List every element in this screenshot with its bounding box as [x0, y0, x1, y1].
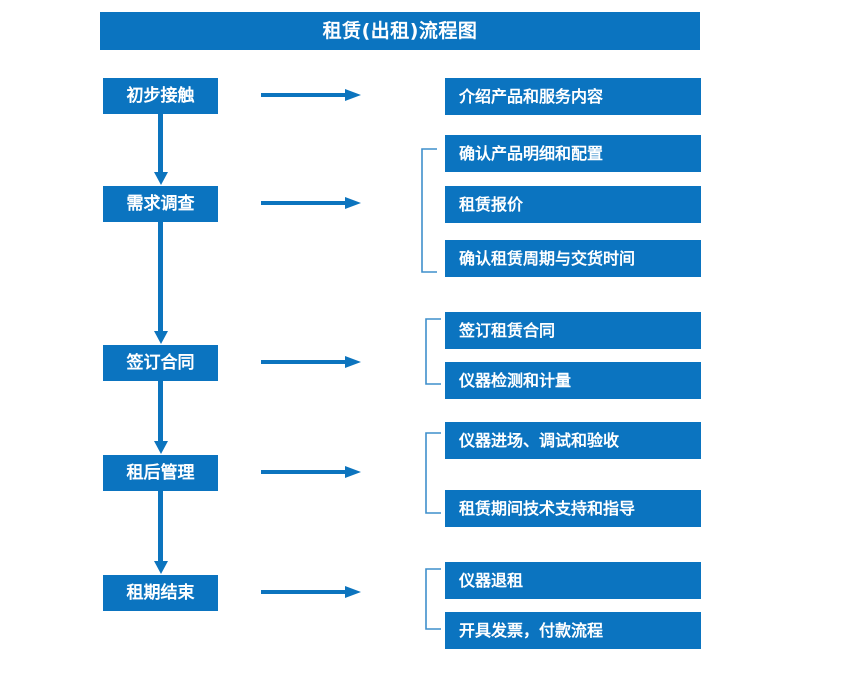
arrow-right-icon-initial-contact — [261, 88, 361, 102]
stage-label-initial-contact: 初步接触 — [126, 85, 195, 106]
detail-label-confirm-period-delivery: 确认租赁周期与交货时间 — [459, 248, 636, 268]
detail-label-introduce-products: 介绍产品和服务内容 — [459, 86, 604, 106]
detail-box-instrument-return[interactable]: 仪器退租 — [445, 562, 701, 599]
bracket-demand-survey-group — [420, 148, 438, 273]
arrow-right-icon-demand-survey — [261, 196, 361, 210]
detail-box-instrument-inspection[interactable]: 仪器检测和计量 — [445, 362, 701, 399]
bracket-sign-contract-group — [424, 318, 442, 385]
detail-label-rental-quote: 租赁报价 — [459, 194, 524, 214]
detail-box-introduce-products[interactable]: 介绍产品和服务内容 — [445, 78, 701, 115]
arrow-down-icon-contract-to-post-rental — [153, 381, 169, 455]
detail-box-sign-rental-contract[interactable]: 签订租赁合同 — [445, 312, 701, 349]
stage-label-sign-contract: 签订合同 — [126, 352, 195, 373]
stage-box-demand-survey[interactable]: 需求调查 — [103, 186, 218, 222]
stage-box-initial-contact[interactable]: 初步接触 — [103, 78, 218, 114]
chart-title-text: 租赁(出租)流程图 — [322, 19, 478, 42]
detail-label-sign-rental-contract: 签订租赁合同 — [459, 320, 556, 340]
stage-box-post-rental-management[interactable]: 租后管理 — [103, 455, 218, 491]
detail-box-invoice-payment[interactable]: 开具发票，付款流程 — [445, 612, 701, 649]
detail-box-confirm-period-delivery[interactable]: 确认租赁周期与交货时间 — [445, 240, 701, 277]
detail-label-instrument-onsite: 仪器进场、调试和验收 — [459, 430, 620, 450]
detail-label-instrument-inspection: 仪器检测和计量 — [459, 370, 572, 390]
stage-box-rental-end[interactable]: 租期结束 — [103, 575, 218, 611]
arrow-down-icon-initial-to-demand — [153, 114, 169, 186]
arrow-right-icon-post-rental-management — [261, 465, 361, 479]
detail-box-instrument-onsite[interactable]: 仪器进场、调试和验收 — [445, 422, 701, 459]
detail-box-tech-support[interactable]: 租赁期间技术支持和指导 — [445, 490, 701, 527]
arrow-down-icon-post-rental-to-rental-end — [153, 491, 169, 575]
detail-label-tech-support: 租赁期间技术支持和指导 — [459, 498, 636, 518]
bracket-rental-end-group — [424, 568, 442, 630]
detail-label-instrument-return: 仪器退租 — [459, 570, 524, 590]
arrow-right-icon-sign-contract — [261, 355, 361, 369]
detail-box-confirm-spec-config[interactable]: 确认产品明细和配置 — [445, 135, 701, 172]
detail-label-invoice-payment: 开具发票，付款流程 — [459, 620, 604, 640]
bracket-post-rental-group — [424, 432, 442, 514]
chart-title-bar: 租赁(出租)流程图 — [100, 12, 700, 50]
arrow-down-icon-demand-to-contract — [153, 222, 169, 345]
arrow-right-icon-rental-end — [261, 585, 361, 599]
detail-label-confirm-spec-config: 确认产品明细和配置 — [459, 143, 604, 163]
stage-label-demand-survey: 需求调查 — [126, 193, 195, 214]
stage-label-post-rental-management: 租后管理 — [126, 462, 195, 483]
stage-label-rental-end: 租期结束 — [126, 582, 195, 603]
stage-box-sign-contract[interactable]: 签订合同 — [103, 345, 218, 381]
detail-box-rental-quote[interactable]: 租赁报价 — [445, 186, 701, 223]
